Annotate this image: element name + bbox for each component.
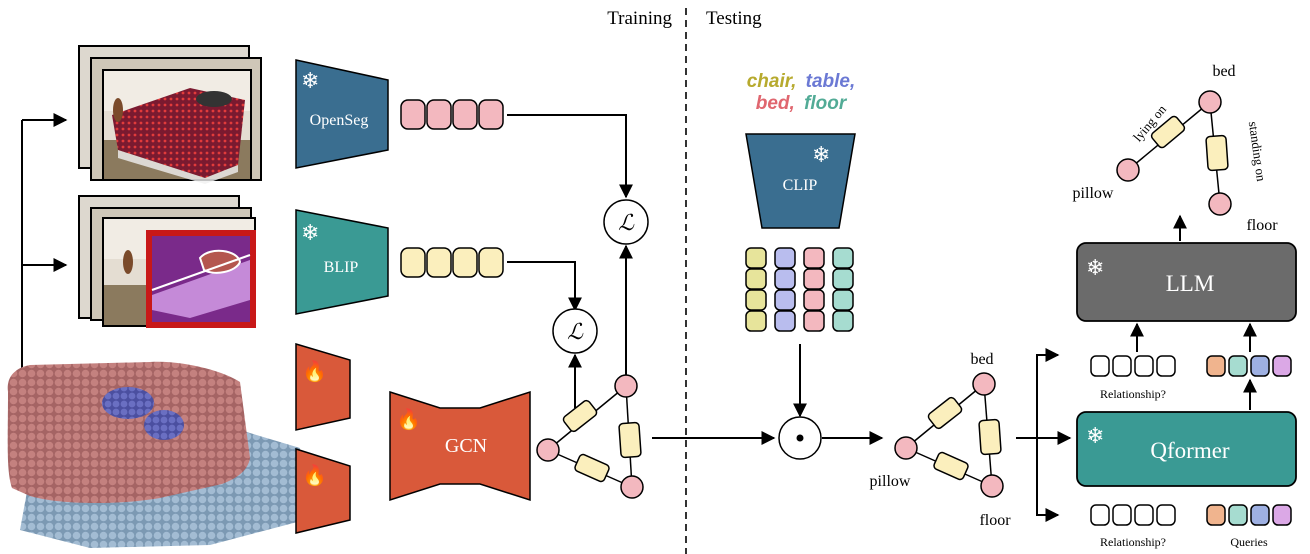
query-tokens-bottom [1206, 504, 1292, 526]
node-label-floor: floor [1246, 217, 1278, 234]
class-table: table, [806, 71, 856, 92]
flame-icon: 🔥 [302, 463, 327, 487]
snowflake-icon: ❄ [1086, 255, 1104, 280]
llm-input-arrows [1130, 322, 1257, 352]
relationship-label-bottom: Relationship? [1100, 535, 1166, 549]
scene-graph-output: bed pillow floor lying on standing on [1073, 63, 1279, 234]
query-tokens-top [1206, 355, 1292, 377]
openseg-feature [400, 99, 504, 130]
snowflake-icon: ❄ [301, 68, 319, 93]
blip-feature [400, 247, 504, 278]
relationship-label-top: Relationship? [1100, 387, 1166, 401]
class-chair: chair, [747, 71, 797, 92]
clip-encoder: ❄ CLIP [745, 133, 856, 229]
qformer-module: ❄ Qformer [1076, 411, 1297, 487]
loss-top: ℒ [603, 199, 649, 245]
loss-arrows [507, 114, 633, 408]
trainable-encoder-bottom: 🔥 [295, 447, 351, 534]
gcn-module: 🔥 GCN [389, 390, 531, 502]
room-photo-1 [102, 69, 252, 184]
edge-label-standing-on: standing on [1246, 120, 1269, 182]
clip-text-embeddings [745, 247, 854, 332]
input-arrows [21, 113, 68, 372]
relationship-tokens-bottom [1090, 504, 1176, 526]
dot-product-operator [778, 416, 822, 460]
node-label-pillow: pillow [1073, 185, 1114, 202]
blip-encoder: ❄ BLIP [295, 209, 389, 315]
node-label-bed: bed [1212, 63, 1235, 80]
image-stack-masked [78, 195, 256, 328]
trainable-encoder-top: 🔥 [295, 342, 351, 431]
clip-label: CLIP [783, 177, 818, 194]
testing-label: Testing [706, 8, 762, 29]
point-cloud [7, 361, 305, 548]
relationship-tokens-top [1090, 355, 1176, 377]
svg-text:bed, floor: bed, floor [756, 93, 848, 114]
llm-label: LLM [1166, 271, 1215, 296]
loss-bottom: ℒ [552, 308, 598, 354]
svg-text:chair, table,: chair, table, [747, 71, 856, 92]
branch-arrows [1016, 348, 1072, 522]
scene-graph-training [536, 374, 644, 499]
image-stack-rgb [78, 45, 262, 184]
blip-label: BLIP [324, 259, 359, 276]
snowflake-icon: ❄ [1086, 423, 1104, 448]
training-label: Training [607, 8, 672, 29]
snowflake-icon: ❄ [812, 142, 830, 167]
svg-text:ℒ: ℒ [618, 210, 635, 235]
gcn-label: GCN [445, 435, 487, 457]
flame-icon: 🔥 [396, 407, 421, 431]
node-label-bed: bed [970, 351, 993, 368]
openseg-label: OpenSeg [310, 112, 369, 129]
node-label-pillow: pillow [870, 473, 911, 490]
class-names: chair, table, bed, floor [747, 71, 856, 114]
llm-module: ❄ LLM [1076, 242, 1297, 322]
svg-text:ℒ: ℒ [567, 319, 584, 344]
snowflake-icon: ❄ [301, 220, 319, 245]
scene-graph-testing: bed pillow floor [870, 351, 1012, 529]
queries-label: Queries [1230, 535, 1268, 549]
class-bed: bed, [756, 93, 795, 114]
node-label-floor: floor [979, 512, 1011, 529]
qformer-label: Qformer [1150, 438, 1230, 463]
flame-icon: 🔥 [302, 359, 327, 383]
openseg-encoder: ❄ OpenSeg [295, 59, 389, 169]
class-floor: floor [804, 93, 848, 114]
